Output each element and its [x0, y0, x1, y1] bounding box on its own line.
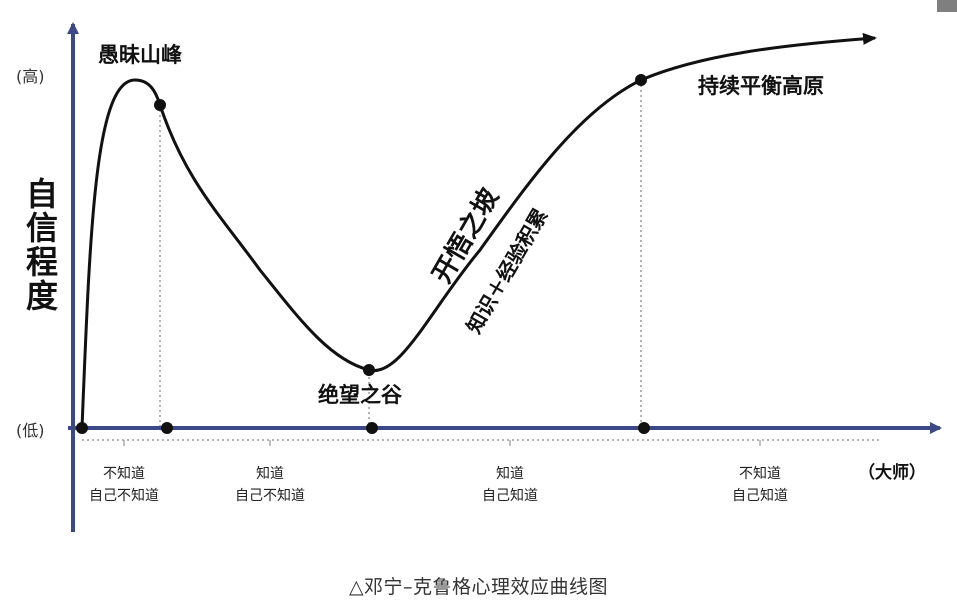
- x-point-2: [366, 422, 378, 434]
- y-axis-title-char: 程: [26, 243, 58, 281]
- y-axis-high-label: (高): [16, 67, 45, 86]
- y-axis-title-char: 度: [26, 277, 58, 315]
- stage-4: 不知道 自己知道: [732, 465, 788, 504]
- stage-3: 知道 自己知道: [482, 465, 538, 504]
- y-axis-low-label: (低): [16, 421, 45, 440]
- stage-2-line2: 自己不知道: [235, 487, 305, 504]
- point-mount-stupid: [154, 99, 166, 111]
- label-plateau: 持续平衡高原: [698, 74, 824, 98]
- stage-1: 不知道 自己不知道: [89, 465, 159, 504]
- stage-1-line1: 不知道: [103, 465, 145, 482]
- label-mount-stupid: 愚昧山峰: [98, 43, 182, 67]
- stage-4-line1: 不知道: [739, 465, 781, 482]
- window-corner-tab: [937, 0, 957, 12]
- point-origin: [76, 422, 88, 434]
- y-axis-title-char: 信: [26, 209, 58, 247]
- point-valley: [363, 364, 375, 376]
- x-axis-end-label: （大师）: [858, 462, 926, 483]
- stage-3-line1: 知道: [496, 465, 524, 482]
- y-axis-title-char: 自: [26, 175, 58, 213]
- x-point-3: [638, 422, 650, 434]
- stage-2: 知道 自己不知道: [235, 465, 305, 504]
- point-plateau: [635, 74, 647, 86]
- stage-3-line2: 自己知道: [482, 487, 538, 504]
- stage-2-line1: 知道: [256, 465, 284, 482]
- stage-4-line2: 自己知道: [732, 487, 788, 504]
- label-valley-despair: 绝望之谷: [318, 383, 403, 407]
- stage-1-line2: 自己不知道: [89, 487, 159, 504]
- x-point-1: [161, 422, 173, 434]
- figure-caption: △邓宁–克鲁格心理效应曲线图: [348, 576, 609, 598]
- y-axis-title: 自信程度: [26, 175, 58, 315]
